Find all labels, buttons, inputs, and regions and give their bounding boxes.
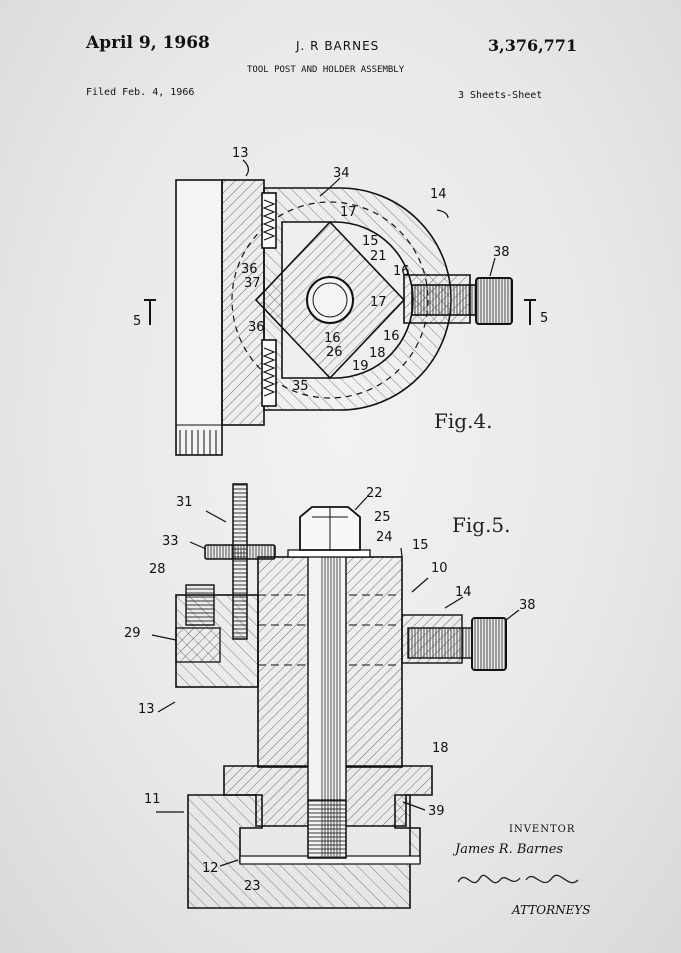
fig4-ref-36b: 36 [248, 320, 265, 335]
fig5-ref-38: 38 [519, 598, 536, 613]
fig4-ref-18: 18 [369, 346, 386, 361]
fig4-ref-38: 38 [493, 245, 510, 260]
fig4-ref-15: 15 [362, 234, 379, 249]
fig4-ref-17a: 17 [340, 205, 357, 220]
inventor-caption: INVENTOR [509, 824, 576, 835]
fig5-ref-13: 13 [138, 702, 155, 717]
fig5-drawing [151, 483, 520, 909]
fig5-ref-14: 14 [455, 585, 472, 600]
fig5-ref-24: 24 [376, 530, 393, 545]
fig4-ref-16a: 16 [393, 264, 410, 279]
fig5-ref-18: 18 [432, 741, 449, 756]
fig5-ref-28: 28 [149, 562, 166, 577]
section-label-right: 5 [540, 311, 548, 326]
fig5-label: Fig.5. [452, 513, 511, 537]
fig4-set-screw [411, 284, 477, 316]
fig4-ref-19: 19 [352, 359, 369, 374]
fig5-screw-knob [471, 617, 507, 671]
fig4-ref-34: 34 [333, 166, 350, 181]
fig4-ref-36a: 36 [241, 262, 258, 277]
attorneys-caption: ATTORNEYS [512, 903, 591, 917]
fig4-ref-14: 14 [430, 187, 447, 202]
fig5-base [187, 794, 421, 909]
fig4-drawing [144, 159, 536, 456]
patent-date: April 9, 1968 [86, 33, 210, 53]
fig5-ref-10: 10 [431, 561, 448, 576]
fig5-ref-11: 11 [144, 792, 161, 807]
section-label-left: 5 [133, 314, 141, 329]
fig5-ref-31: 31 [176, 495, 193, 510]
fig4-ref-16b: 16 [383, 329, 400, 344]
fig4-ref-13: 13 [232, 146, 249, 161]
filed-date: Filed Feb. 4, 1966 [86, 87, 195, 98]
patent-title: TOOL POST AND HOLDER ASSEMBLY [247, 65, 405, 75]
fig4-ref-37: 37 [244, 276, 261, 291]
fig4-ref-26: 26 [326, 345, 343, 360]
fig5-ref-15: 15 [412, 538, 429, 553]
fig5-labels: 31 22 25 33 24 15 28 10 14 38 29 13 18 1… [124, 486, 536, 894]
fig4-labels: 13 34 14 17 15 21 16 38 17 36 37 16 36 1… [133, 146, 548, 433]
fig5-vertical-screw [232, 483, 248, 640]
fig4-upper-spring [261, 192, 277, 249]
fig4-label: Fig.4. [434, 409, 493, 433]
fig5-washer [287, 549, 371, 558]
fig5-collar [204, 544, 276, 560]
fig5-ref-12: 12 [202, 861, 219, 876]
inventor-header: J. R BARNES [296, 39, 380, 53]
attorney-signature [457, 874, 579, 884]
fig5-ref-22: 22 [366, 486, 383, 501]
sheet-count: 3 Sheets-Sheet [458, 90, 543, 101]
fig4-center-bore [306, 276, 354, 324]
fig4-screw-knob [475, 277, 513, 325]
section-mark-left [144, 299, 156, 325]
section-mark-right [524, 299, 536, 325]
fig5-ref-39: 39 [428, 804, 445, 819]
fig4-ref-16c: 16 [324, 331, 341, 346]
fig5-ref-23: 23 [244, 879, 261, 894]
fig4-ref-21: 21 [370, 249, 387, 264]
patent-number: 3,376,771 [488, 36, 578, 55]
fig4-wall-plate [175, 179, 223, 456]
fig5-ref-33: 33 [162, 534, 179, 549]
inventor-signature: James R. Barnes [455, 842, 564, 857]
fig5-ref-29: 29 [124, 626, 141, 641]
fig5-small-screw [185, 584, 215, 626]
fig5-ref-25: 25 [374, 510, 391, 525]
fig4-ref-17b: 17 [370, 295, 387, 310]
fig4-ref-35: 35 [292, 379, 309, 394]
